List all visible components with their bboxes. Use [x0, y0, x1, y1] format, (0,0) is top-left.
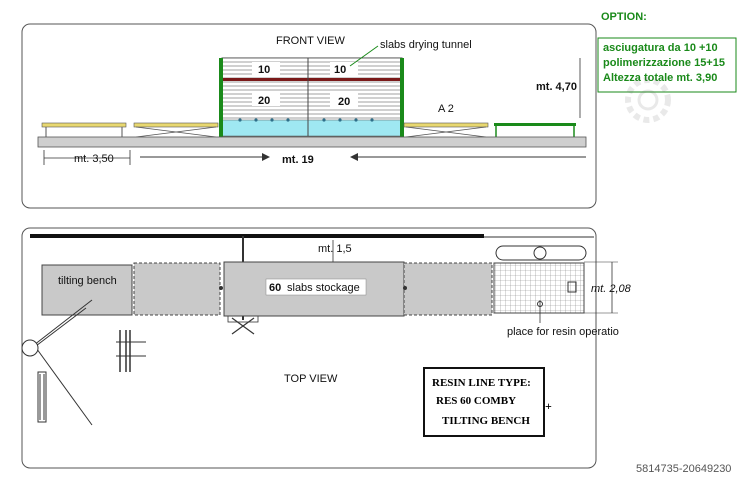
left-conveyor: [41, 122, 489, 138]
resin-line-box: [423, 367, 545, 437]
a2-label: A 2: [438, 103, 454, 115]
resin-place-label: place for resin operatio: [507, 326, 619, 338]
resin-area: [493, 262, 585, 314]
resin-line-type: RESIN LINE TYPE:: [432, 377, 531, 389]
left-dimension: mt. 3,50: [74, 153, 114, 165]
tunnel-label: slabs drying tunnel: [380, 39, 472, 51]
resin-line-model: RES 60 COMBY: [436, 395, 516, 407]
tunnel-upper-left-count: 10: [258, 64, 270, 76]
length-dimension: mt. 19: [282, 154, 314, 166]
tunnel-lower-right-count: 20: [338, 96, 350, 108]
width-dimension: mt. 1,5: [318, 243, 352, 255]
resin-line-bench: TILTING BENCH: [442, 415, 530, 427]
resin-line-plus: +: [545, 399, 552, 413]
height-dimension: mt. 4,70: [536, 81, 577, 93]
right-dimension: mt. 2,08: [591, 283, 632, 295]
base-rail: [37, 136, 587, 148]
conveyor-1: [133, 262, 221, 316]
stock-count: 60: [269, 282, 281, 294]
top-view-title: TOP VIEW: [284, 373, 338, 385]
option-box: [597, 37, 737, 93]
option-line-1: asciugatura da 10 +10: [603, 42, 718, 54]
option-title: OPTION:: [601, 11, 647, 23]
option-line-2: polimerizzazione 15+15: [603, 57, 725, 69]
stock-label: slabs stockage: [287, 282, 360, 294]
front-view-title: FRONT VIEW: [276, 35, 345, 47]
drying-tunnel: [219, 57, 404, 146]
watermark-id: 5814735-20649230: [636, 463, 731, 475]
right-conveyor: [494, 123, 576, 137]
option-line-3: Altezza totale mt. 3,90: [603, 72, 717, 84]
tilting-bench: [41, 264, 133, 316]
conveyor-2: [403, 262, 493, 316]
tilting-arm: [21, 299, 93, 426]
tunnel-lower-left-count: 20: [258, 95, 270, 107]
tilting-bench-label: tilting bench: [58, 275, 117, 287]
tunnel-upper-right-count: 10: [334, 64, 346, 76]
gear-watermark-icon: [625, 77, 671, 123]
bench-support: [116, 330, 146, 372]
